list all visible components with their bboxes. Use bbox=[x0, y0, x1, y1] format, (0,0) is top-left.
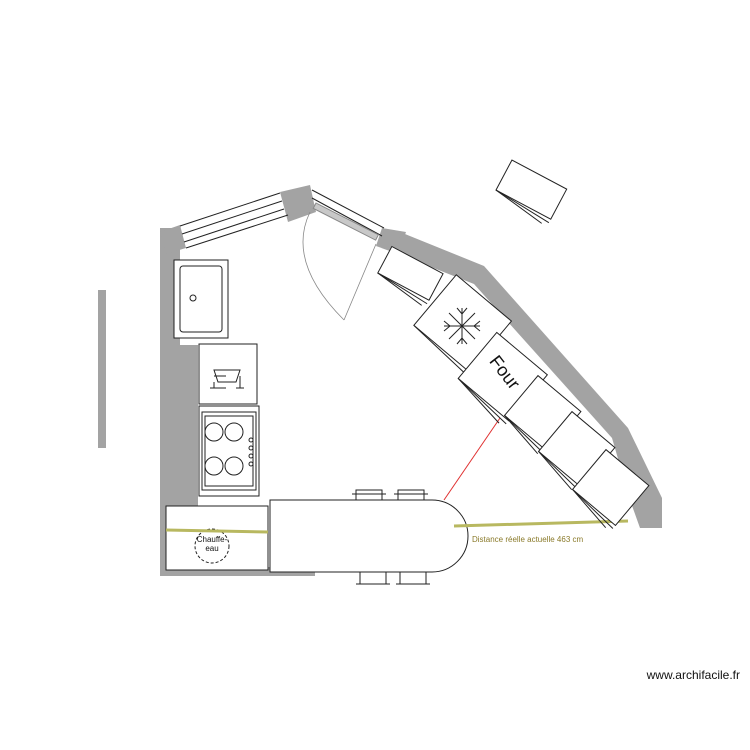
cooktop-burner-icon bbox=[204, 422, 224, 442]
water-heater: Chauffe- eau bbox=[165, 505, 269, 571]
window-top-left bbox=[179, 192, 289, 249]
svg-text:eau: eau bbox=[205, 544, 218, 553]
sink bbox=[173, 259, 229, 339]
cabinet-upper bbox=[377, 245, 444, 306]
red-reference-line bbox=[443, 417, 501, 501]
cooktop bbox=[198, 405, 260, 497]
measure-line-right bbox=[453, 519, 629, 528]
wall-top-right-pillar bbox=[376, 228, 406, 254]
wall-top-left-corner bbox=[160, 225, 186, 254]
window-top-right bbox=[311, 189, 385, 241]
water-heater-label: Chauffe- bbox=[197, 535, 228, 544]
wall-top-pillar bbox=[280, 185, 316, 222]
wall-bottom-left bbox=[160, 567, 270, 576]
distance-label: Distance réelle actuelle 463 cm bbox=[472, 535, 584, 544]
chairs-bottom bbox=[356, 571, 430, 585]
chairs-top bbox=[352, 489, 428, 501]
cabinet-lower-3 bbox=[571, 448, 650, 529]
wine-glass-icon bbox=[210, 369, 244, 389]
dishwasher bbox=[198, 343, 258, 405]
measure-line-left bbox=[165, 528, 269, 534]
door-swing bbox=[302, 211, 377, 321]
snowflake-icon bbox=[443, 307, 481, 345]
kitchen-island bbox=[269, 499, 469, 573]
watermark: www.archifacile.fr bbox=[646, 668, 740, 682]
detached-wall-left bbox=[98, 290, 106, 448]
wall-left-return bbox=[168, 345, 198, 507]
cabinet-outside bbox=[495, 159, 568, 224]
